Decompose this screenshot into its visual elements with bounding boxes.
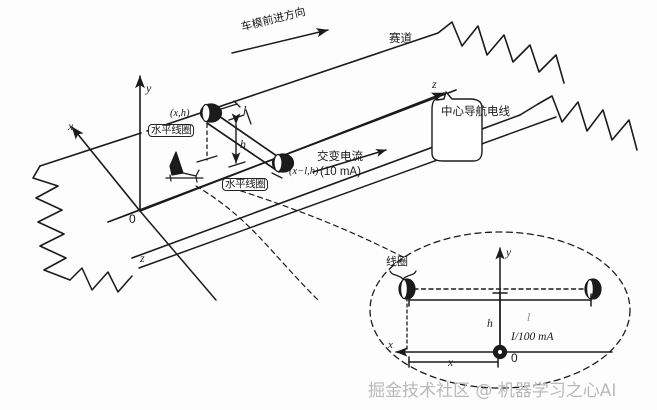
axis-z-far xyxy=(139,92,445,212)
inset-coil-brace xyxy=(389,270,417,280)
track-break-left xyxy=(32,165,71,281)
coil-front-position-label: (x,h) xyxy=(170,108,190,119)
inset-axis-y-label: y xyxy=(506,247,512,259)
coil-spacing-label: l xyxy=(243,103,247,117)
coil-separation-line xyxy=(206,113,288,173)
center-wire-callout-label: 中心导航电线 xyxy=(441,104,510,120)
center-wire-callout-shape xyxy=(431,91,483,162)
ac-current-value: (10 mA) xyxy=(320,166,361,178)
ac-current-arrow xyxy=(312,148,387,173)
track-break-left-lower xyxy=(69,267,133,293)
coil-front-body xyxy=(199,100,241,123)
axis-z-near-label: z xyxy=(140,251,145,265)
inset-height-dimension-h xyxy=(492,292,508,350)
track-far-edge xyxy=(39,32,439,167)
inset-coil-callout: 线圈 xyxy=(386,255,408,268)
watermark: 掘金技术社区 @ 机器学习之心AI xyxy=(368,381,617,401)
inset-height-label: h xyxy=(487,318,493,330)
coil-rear-callout: 水平线圈 xyxy=(222,178,269,192)
axis-x-label: x xyxy=(68,119,74,133)
inset-origin-label: 0 xyxy=(511,351,518,365)
coil-height-label: h xyxy=(240,137,246,151)
inset-coil-left xyxy=(398,278,416,300)
axis-y-label: y xyxy=(146,81,152,95)
height-dimension-h xyxy=(228,113,246,168)
heading-direction-arrow xyxy=(231,28,329,54)
inset-axis-x-label: x xyxy=(388,339,393,351)
inset-coil-right xyxy=(584,278,602,300)
origin-label: 0 xyxy=(129,212,136,226)
car-model-sketch xyxy=(165,151,204,183)
track-label: 赛道 xyxy=(389,31,412,45)
inset-spacing-label: l xyxy=(527,312,531,324)
length-tick xyxy=(245,109,252,125)
track-break-far-right xyxy=(437,21,565,84)
axis-z-far-label: z xyxy=(432,77,437,91)
coil-rear-body xyxy=(271,153,295,179)
track-break-near-right xyxy=(537,95,638,151)
inset-offset-label: x xyxy=(448,357,454,369)
inset-offset-dimension-x xyxy=(408,356,499,368)
coil-front-callout: 水平线圈 xyxy=(148,124,195,138)
coil-rear-position-label: (x−l,h) xyxy=(289,166,319,177)
inset-wire-cross-section xyxy=(492,344,508,360)
axis-z-near xyxy=(139,210,217,301)
ground-tick xyxy=(196,155,218,163)
inset-boundary-ellipse xyxy=(369,231,631,389)
track-near-edge-2 xyxy=(138,116,557,269)
ac-current-label: 交变电流 xyxy=(317,149,363,163)
inset-current-label: I/100 mA xyxy=(511,331,554,343)
axis-x xyxy=(71,126,141,212)
inset-callout-dashed xyxy=(195,185,406,301)
